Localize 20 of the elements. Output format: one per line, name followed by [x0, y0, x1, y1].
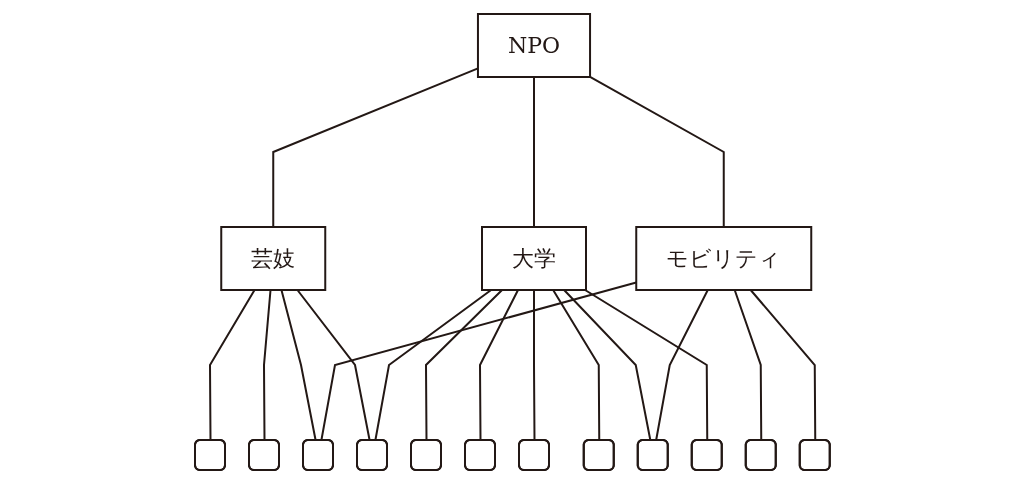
connector	[583, 288, 708, 441]
node-box: 芸妓	[219, 225, 326, 291]
connector	[551, 288, 600, 441]
connector	[280, 288, 317, 441]
connector	[562, 288, 652, 441]
connector	[654, 288, 709, 441]
connector	[532, 288, 536, 441]
connector	[208, 288, 256, 441]
connector	[733, 288, 762, 441]
connector	[532, 75, 535, 228]
connector	[749, 288, 816, 441]
connector	[296, 288, 371, 441]
node-box: 大学	[480, 225, 587, 291]
connector	[424, 288, 503, 441]
connector	[262, 288, 272, 441]
node-box: NPO	[476, 12, 591, 78]
connector	[478, 288, 519, 441]
node-box: モビリティ	[634, 225, 812, 291]
connector	[373, 288, 492, 441]
connector	[588, 75, 725, 228]
